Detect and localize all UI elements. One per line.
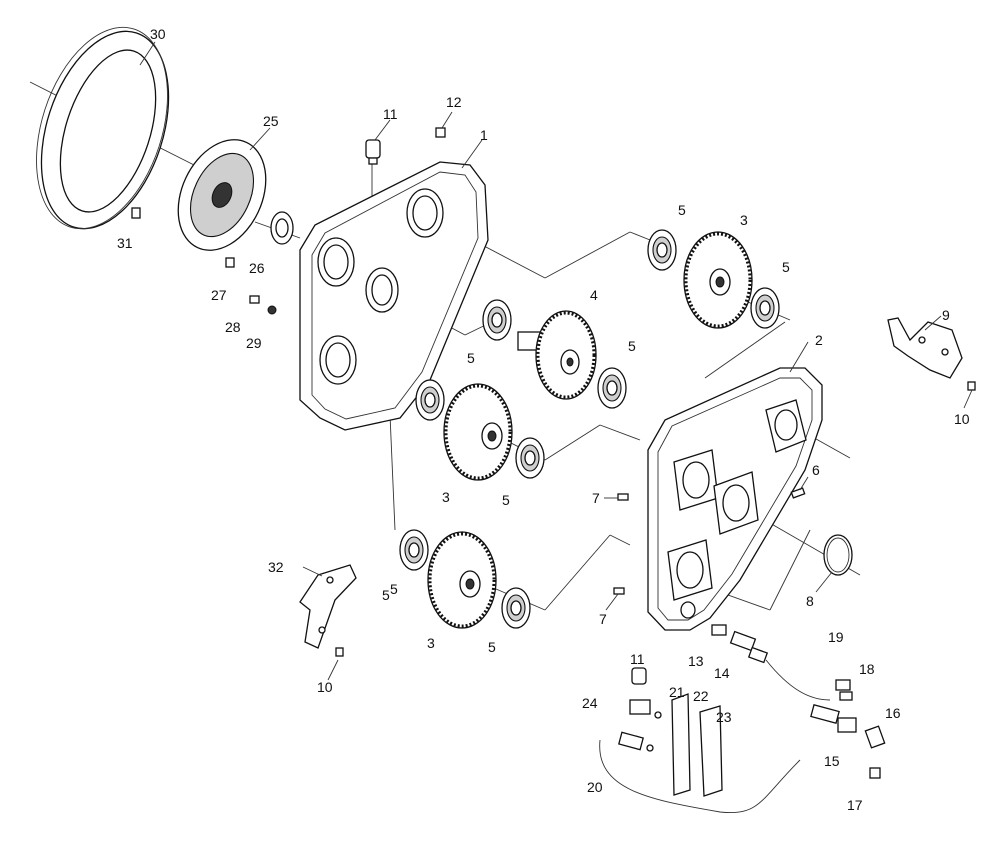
callout-17: 17 [847, 797, 863, 813]
callout-5d: 5 [628, 338, 636, 354]
callout-28: 28 [225, 319, 241, 335]
bearing-5g [399, 529, 429, 571]
callout-5h: 5 [382, 587, 390, 603]
gear-3-bottom [427, 531, 497, 629]
callout-3-middle: 3 [442, 489, 450, 505]
callout-2: 2 [815, 332, 823, 348]
callout-26: 26 [249, 260, 265, 276]
callout-1: 1 [480, 127, 488, 143]
small-bolts-left [131, 207, 277, 315]
bearing-5f [515, 437, 545, 479]
callout-32: 32 [268, 559, 284, 575]
callout-5g: 5 [488, 639, 496, 655]
callout-5b: 5 [782, 259, 790, 275]
bearing-5b [750, 287, 780, 329]
callout-5c: 5 [467, 350, 475, 366]
callout-3-bottom: 3 [427, 635, 435, 651]
bearing-5d [597, 367, 627, 409]
callout-12: 12 [446, 94, 462, 110]
callout-30: 30 [150, 26, 166, 42]
callout-7-lower: 7 [599, 611, 607, 627]
bearing-5a [647, 229, 677, 271]
callout-22: 22 [693, 688, 709, 704]
callout-11-bottom: 11 [630, 651, 645, 667]
callout-31: 31 [117, 235, 133, 251]
callout-4: 4 [590, 287, 598, 303]
callout-24: 24 [582, 695, 598, 711]
gear-4-shaft [517, 310, 597, 400]
callout-10-left: 10 [317, 679, 333, 695]
gear-3-top [683, 231, 753, 329]
bearing-5c [482, 299, 512, 341]
callout-11-top: 11 [383, 106, 398, 122]
gear-3-middle [443, 383, 513, 481]
part-12-plug [435, 127, 446, 138]
bearing-5h [501, 587, 531, 629]
part-30-flywheel-ring [36, 26, 170, 230]
callout-3-top: 3 [740, 212, 748, 228]
callout-8: 8 [806, 593, 814, 609]
callout-18: 18 [859, 661, 875, 677]
callout-13: 13 [688, 653, 704, 669]
part-32-bracket [299, 564, 357, 657]
leader-lines [139, 41, 973, 681]
callout-15: 15 [824, 753, 840, 769]
part-11-breather-top [365, 139, 381, 165]
callout-9: 9 [942, 307, 950, 323]
part-8-circlip [823, 534, 853, 576]
callout-numbers: 1 2 3 3 3 4 5 5 5 5 5 5 5 5 6 7 7 8 9 10… [117, 26, 970, 813]
callout-25: 25 [263, 113, 279, 129]
callout-6: 6 [812, 462, 820, 478]
part-7-dowel-upper [617, 493, 629, 501]
callout-21: 21 [669, 684, 685, 700]
callout-23: 23 [716, 709, 732, 725]
callout-10-right: 10 [954, 411, 970, 427]
part-1-gear-case [299, 161, 489, 431]
callout-19: 19 [828, 629, 844, 645]
part-2-cover-plate [647, 367, 823, 631]
part-25-damper-plate [177, 139, 267, 251]
part-9-bracket [887, 317, 976, 391]
fittings-assembly [599, 624, 886, 814]
callout-20: 20 [587, 779, 603, 795]
part-26-washer [270, 211, 294, 245]
bearing-5e [415, 379, 445, 421]
callout-5a: 5 [678, 202, 686, 218]
callout-7-upper: 7 [592, 490, 600, 506]
part-6-bolt [790, 487, 806, 499]
callout-5f: 5 [390, 581, 398, 597]
part-7-dowel-lower [613, 587, 625, 595]
callout-5e: 5 [502, 492, 510, 508]
callout-16: 16 [885, 705, 901, 721]
callout-29: 29 [246, 335, 262, 351]
callout-27: 27 [211, 287, 227, 303]
callout-14: 14 [714, 665, 730, 681]
